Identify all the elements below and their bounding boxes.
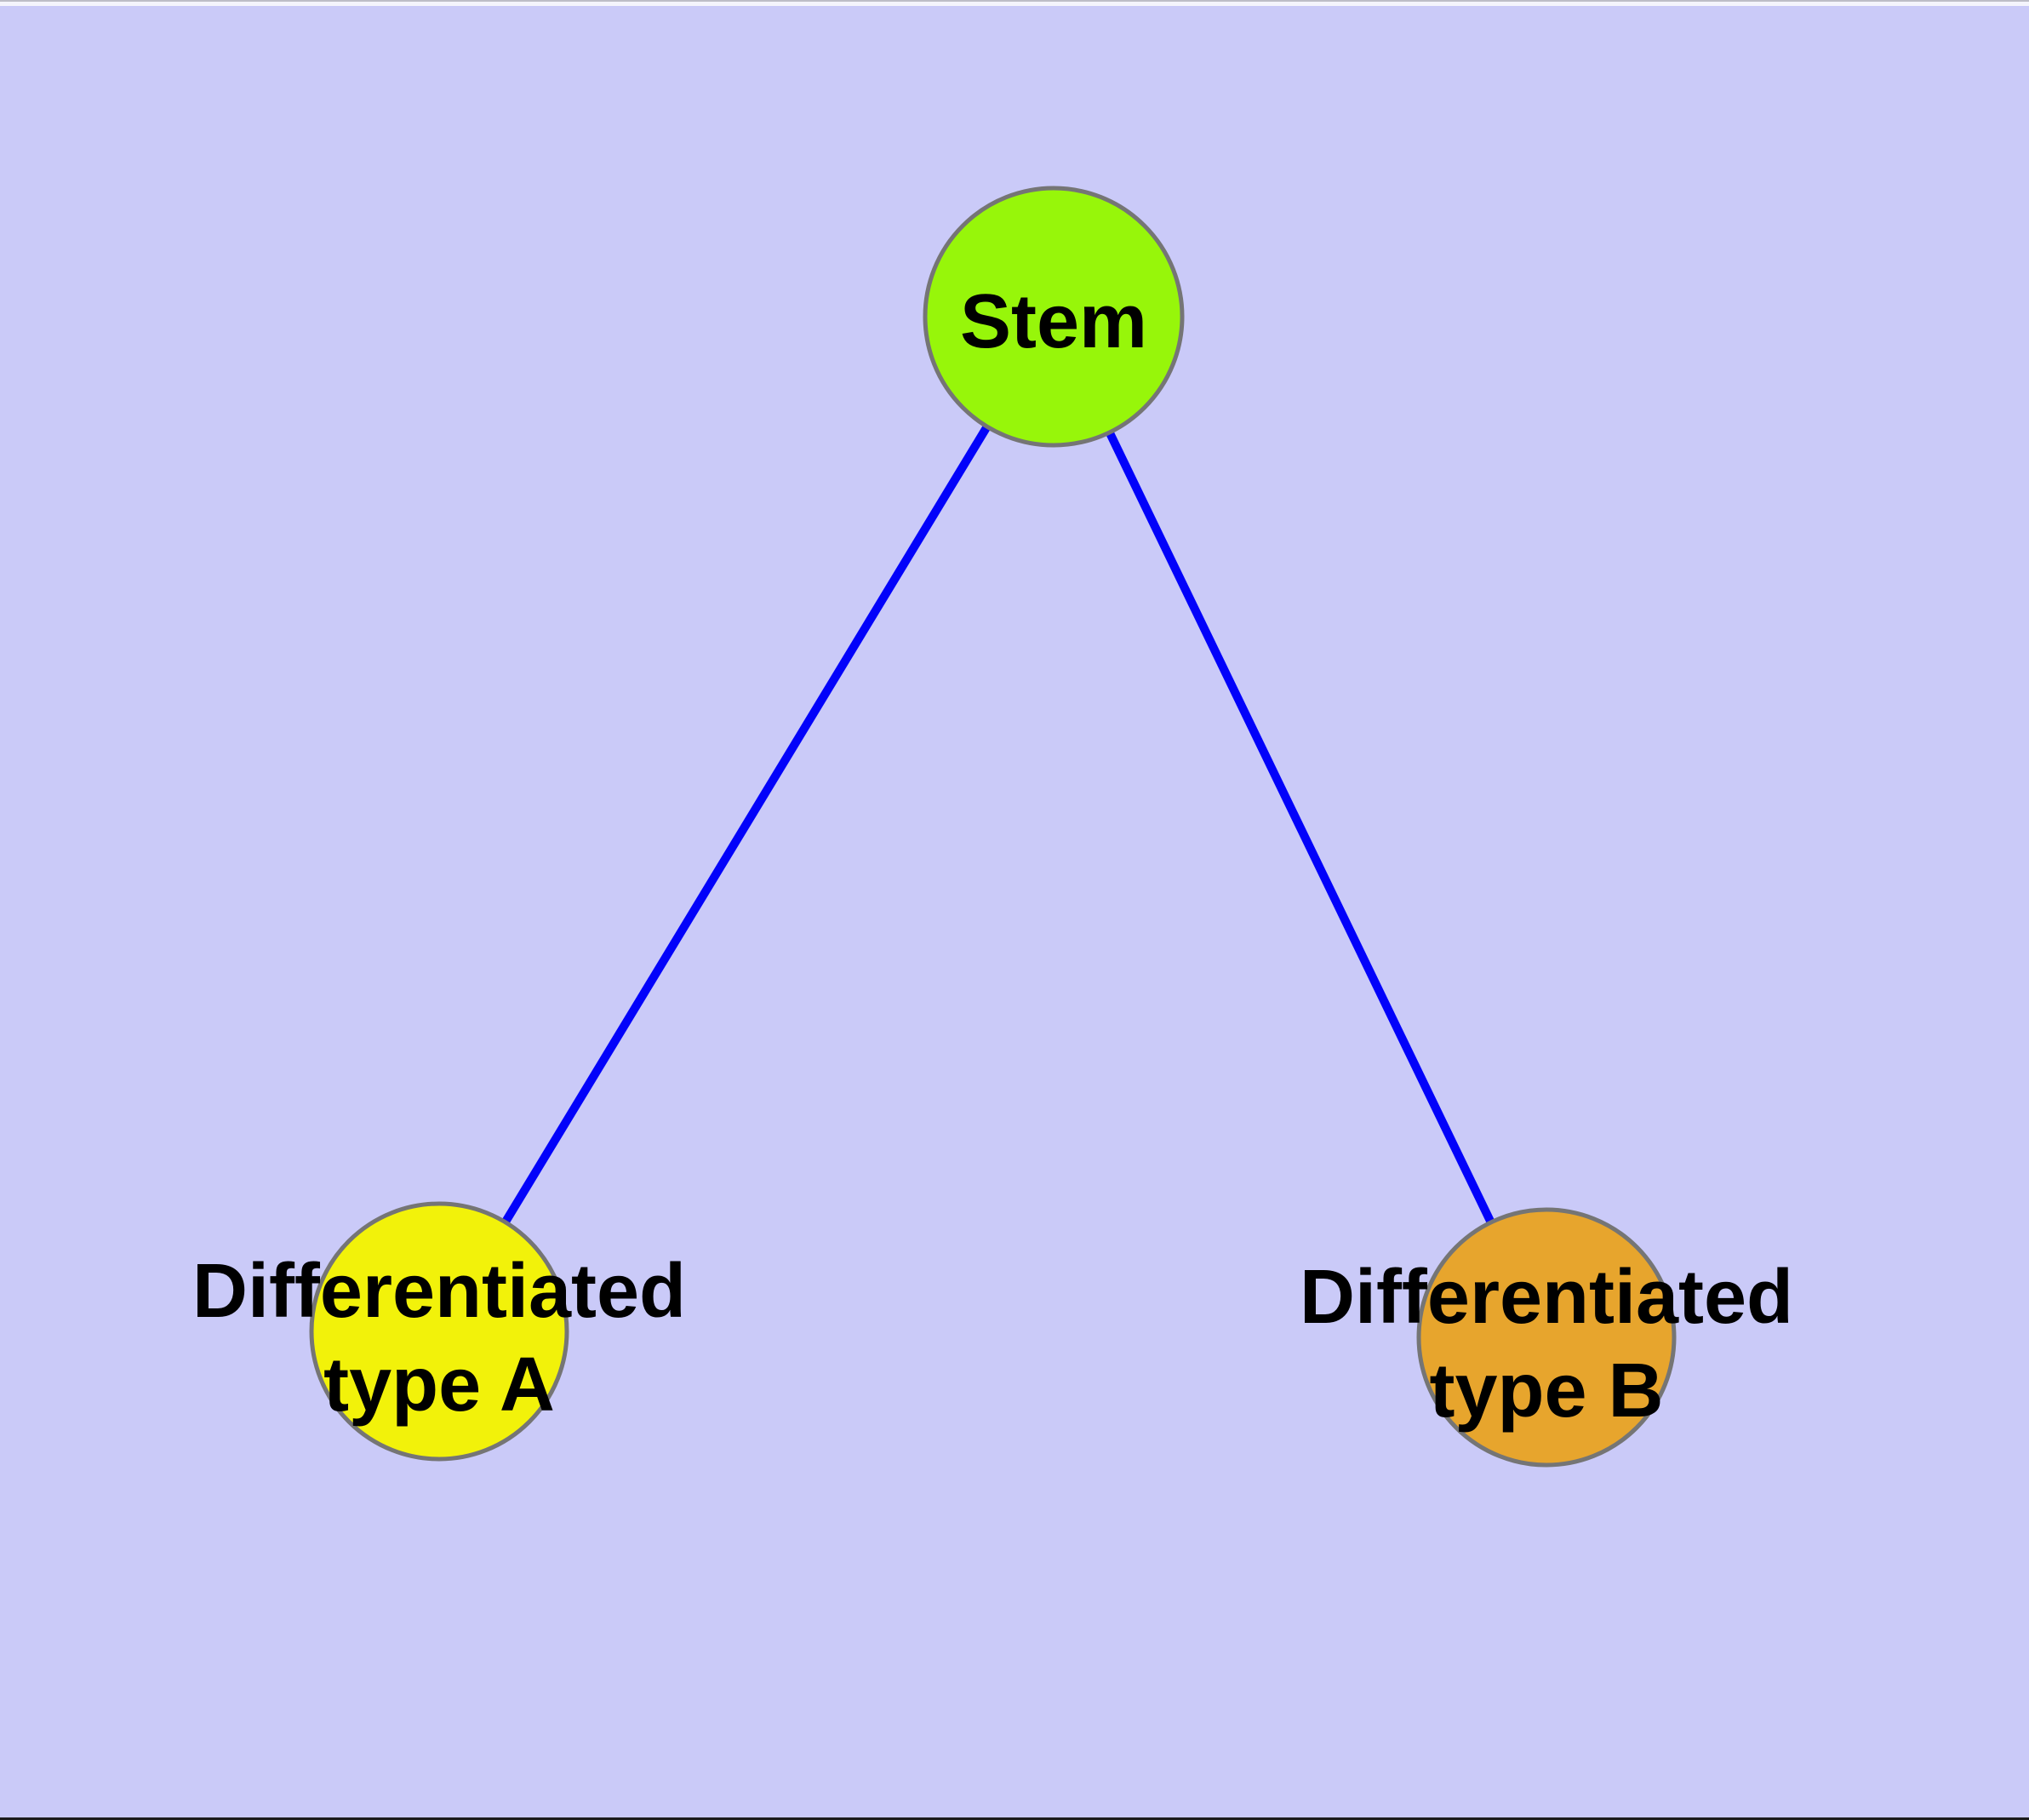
node-differentiated-type-b [1416,1207,1677,1468]
node-type-a-label-line1: Differentiated [192,1249,686,1334]
top-hairline [0,0,2029,2]
bottom-strip [0,1817,2029,1820]
node-stem [923,186,1185,448]
nodes-layer [309,186,1677,1468]
node-type-a-label-line2: type A [323,1342,555,1428]
node-stem-label: Stem [960,279,1147,364]
edge-stem-to-type-a [435,314,1058,1334]
node-type-b-label-line1: Differentiated [1300,1255,1793,1340]
top-strip [0,2,2029,6]
edge-stem-to-type-b [1049,314,1551,1340]
node-type-b-label-line2: type B [1429,1348,1663,1434]
node-differentiated-type-a [309,1201,569,1462]
edges-layer [435,314,1551,1340]
labels-layer: Stem Differentiated type A Differentiate… [192,279,1793,1434]
